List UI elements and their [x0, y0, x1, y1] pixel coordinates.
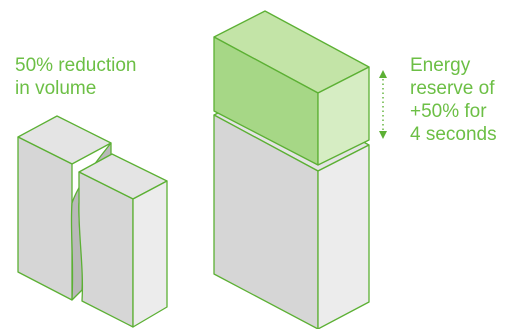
grey-block-side [317, 144, 370, 329]
energy-reserve-line-1: Energy [410, 55, 471, 76]
energy-reserve-line-2: reserve of [410, 78, 495, 99]
left-half-front [17, 136, 73, 301]
green-block-side [317, 66, 370, 166]
reduced-volume-block [17, 115, 168, 328]
arrow-down-head [379, 131, 387, 139]
volume-reduction-line-2: in volume [15, 78, 97, 99]
right-half-side [132, 180, 168, 328]
right-half-front [78, 171, 134, 328]
energy-reserve-line-3: +50% for [410, 101, 487, 122]
energy-reserve-line-4: 4 seconds [410, 124, 497, 145]
energy-reserve-block [213, 10, 370, 166]
energy-reserve-label: Energy reserve of +50% for 4 seconds [410, 54, 497, 146]
volume-reduction-label: 50% reduction in volume [15, 54, 136, 100]
grey-block-front [213, 114, 319, 329]
arrow-up-head [379, 70, 387, 78]
volume-reduction-line-1: 50% reduction [15, 55, 137, 76]
energy-double-arrow [379, 70, 387, 139]
